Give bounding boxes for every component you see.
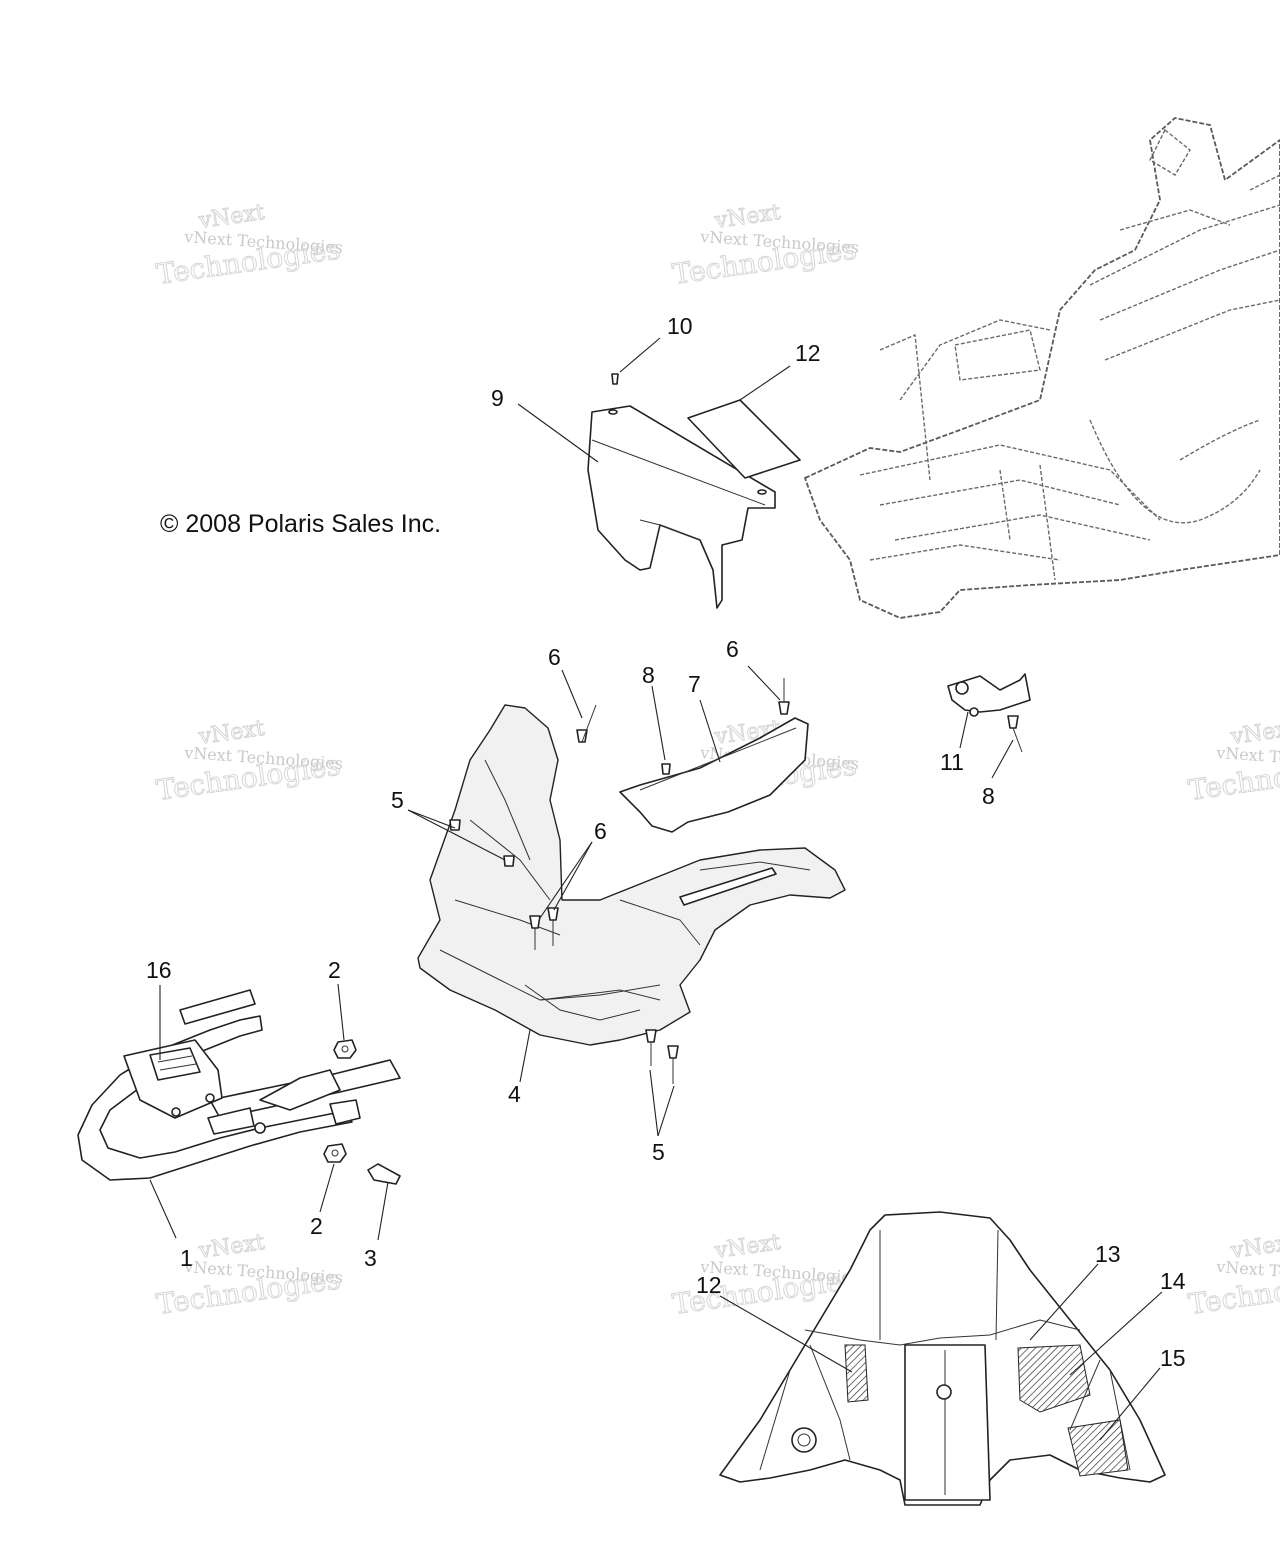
watermark-group-1: vNext vNext Technologies Technologies	[154, 199, 344, 291]
part-2-nuts	[323, 1039, 357, 1163]
callout-12: 12	[696, 1272, 722, 1298]
callout-15: 15	[1160, 1345, 1186, 1371]
chassis-frame-drawing	[804, 117, 1280, 619]
callout-5: 5	[391, 787, 404, 813]
callout-5: 5	[652, 1139, 665, 1165]
callout-10: 10	[667, 313, 693, 339]
watermark-group-7: vNext vNext Technologies Technologies	[154, 1229, 344, 1321]
callout-7: 7	[688, 671, 701, 697]
callout-11: 11	[940, 749, 964, 775]
callout-13: 13	[1095, 1241, 1121, 1267]
callout-8: 8	[982, 783, 995, 809]
callout-2: 2	[310, 1213, 323, 1239]
callout-3: 3	[364, 1245, 377, 1271]
part-11-bracket	[947, 673, 1031, 717]
part-1-bumper	[77, 989, 401, 1181]
part-3-bolt	[367, 1163, 401, 1185]
callout-12: 12	[795, 340, 821, 366]
part-9-bracket	[587, 405, 776, 609]
watermark-group-9: vNext vNext Technologies Technologies	[1186, 1229, 1280, 1321]
callout-4: 4	[508, 1081, 521, 1107]
fasteners	[449, 678, 1023, 1084]
part-12-decal-top	[687, 399, 801, 479]
hood-underside-view	[719, 1211, 1166, 1506]
callout-8: 8	[642, 662, 655, 688]
callout-6: 6	[594, 818, 607, 844]
watermark-group-6: vNext vNext Technologies Technologies	[1186, 715, 1280, 807]
watermark-group-4: vNext vNext Technologies Technologies	[154, 715, 344, 807]
callout-9: 9	[491, 385, 504, 411]
watermark-group-2: vNext vNext Technologies Technologies	[670, 199, 860, 291]
callout-16: 16	[146, 957, 172, 983]
copyright-text: © 2008 Polaris Sales Inc.	[160, 510, 441, 538]
callout-6: 6	[726, 636, 739, 662]
callout-6: 6	[548, 644, 561, 670]
callout-labels: 10 12 9 6 8 7 6 5 6 11 8 16 2 4 5 2 1 3 …	[146, 313, 1186, 1371]
part-7-panel	[619, 717, 809, 833]
callout-1: 1	[180, 1245, 193, 1271]
callout-14: 14	[1160, 1268, 1186, 1294]
leader-lines	[149, 337, 1163, 1441]
callout-2: 2	[328, 957, 341, 983]
part-4-hood	[417, 704, 846, 1046]
